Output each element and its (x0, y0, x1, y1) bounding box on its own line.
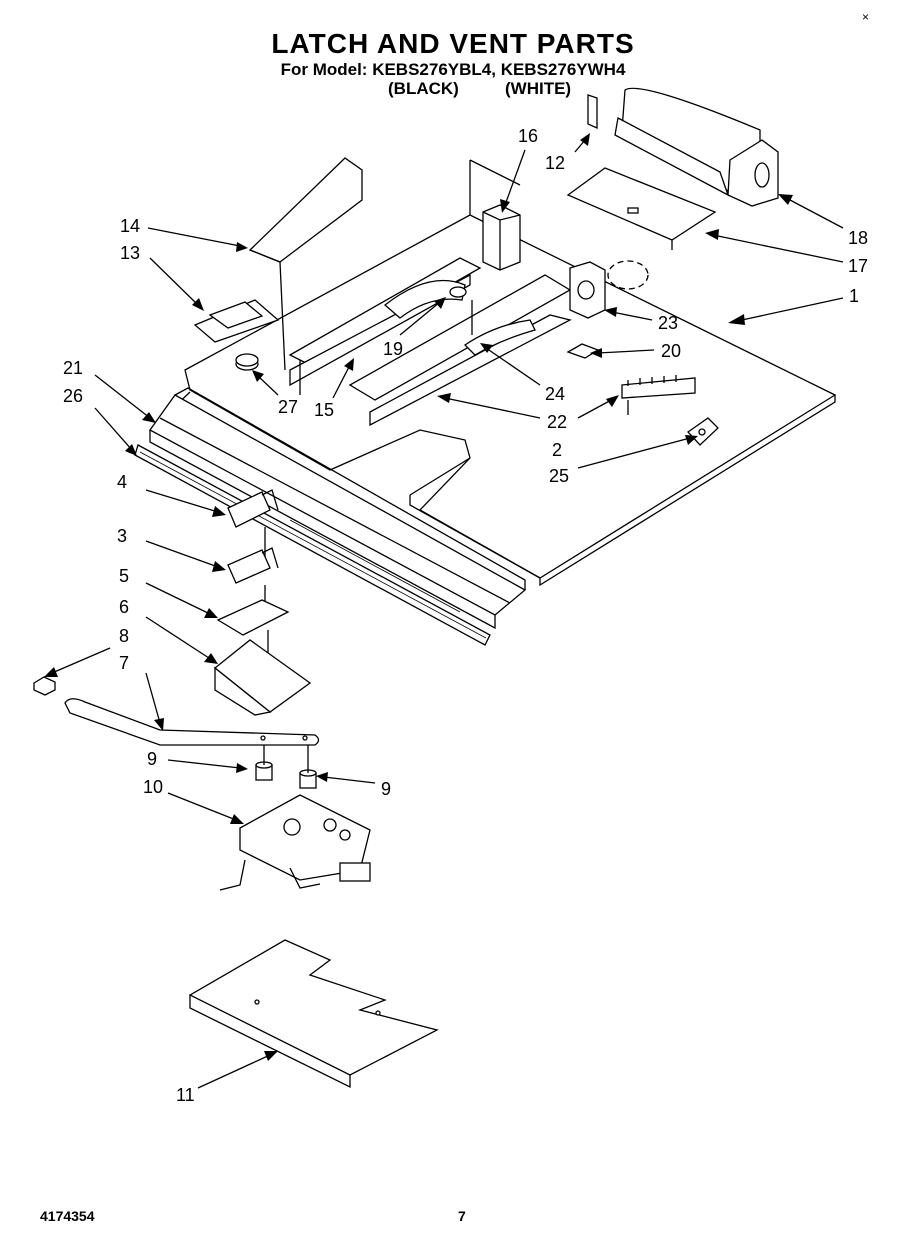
part-13-baffle (193, 299, 280, 343)
part-3-switch (227, 547, 279, 610)
callout-21: 21 (63, 358, 83, 378)
callout-22: 22 (547, 412, 567, 432)
diagram-title: LATCH AND VENT PARTS (271, 28, 635, 59)
callout-13: 13 (120, 243, 140, 263)
callout-10: 10 (143, 777, 163, 797)
part-27-grommet (235, 353, 259, 371)
part-19-duct (383, 279, 473, 335)
callout-23: 23 (658, 313, 678, 333)
callout-24: 24 (545, 384, 565, 404)
callout-19: 19 (383, 339, 403, 359)
part-12-tab (587, 94, 598, 130)
part-2-terminal-block (621, 375, 696, 415)
callout-3: 3 (117, 526, 127, 546)
part-26-strip (134, 444, 491, 646)
callout-16: 16 (518, 126, 538, 146)
callout-6: 6 (119, 597, 129, 617)
callout-7: 7 (119, 653, 129, 673)
part-18-blower (614, 87, 779, 207)
part-17-bracket (566, 167, 717, 250)
callout-15: 15 (314, 400, 334, 420)
part-14-vent-cover (248, 157, 363, 371)
callout-18: 18 (848, 228, 868, 248)
callout-4: 4 (117, 472, 127, 492)
part-23-bracket (569, 260, 649, 319)
part-10-latch-assembly (219, 794, 371, 891)
part-6-cover (213, 639, 312, 716)
color-white-label: (WHITE) (505, 79, 572, 98)
callout-20: 20 (661, 341, 681, 361)
model-line: For Model: KEBS276YBL4, KEBS276YWH4 (280, 60, 626, 79)
part-7-link-rod (64, 698, 320, 746)
callout-5: 5 (119, 566, 129, 586)
callout-14: 14 (120, 216, 140, 236)
corner-mark: × (862, 10, 870, 24)
document-number: 4174354 (40, 1208, 95, 1224)
callout-27: 27 (278, 397, 298, 417)
part-11-plate (188, 939, 439, 1089)
part-21-front-rail (149, 387, 527, 630)
callout-2: 2 (552, 440, 562, 460)
part-9-spacer-right (299, 745, 317, 789)
page-number: 7 (458, 1208, 466, 1224)
callout-12: 12 (545, 153, 565, 173)
callout-labels: 1 2 3 4 5 6 7 8 9 9 10 11 12 13 14 15 16… (63, 126, 868, 1105)
callout-25: 25 (549, 466, 569, 486)
callout-9-right: 9 (381, 779, 391, 799)
callout-26: 26 (63, 386, 83, 406)
callout-9-left: 9 (147, 749, 157, 769)
part-8-nut (33, 676, 56, 696)
callout-8: 8 (119, 626, 129, 646)
color-black-label: (BLACK) (388, 79, 459, 98)
leader-lines (44, 133, 844, 1089)
callout-11: 11 (176, 1085, 195, 1105)
part-16-bracket (482, 204, 521, 271)
callout-1: 1 (849, 286, 859, 306)
callout-17: 17 (848, 256, 868, 276)
part-9-spacer-left (255, 745, 273, 781)
